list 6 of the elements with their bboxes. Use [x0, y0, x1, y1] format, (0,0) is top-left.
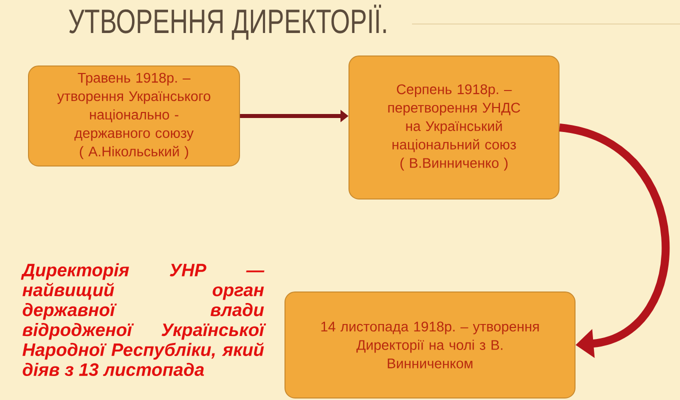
process-box: Травень 1918р. – утворення Українського національно - державного союзу ( А.Нікольський )	[28, 66, 240, 166]
title: УТВОРЕННЯ ДИРЕКТОРІЇ.	[68, 4, 386, 40]
note-text: Директорія УНР — найвищий орган державної влади відродженої Української Народної Республіки, який діяв з 13 листопада	[20, 263, 266, 376]
process-box: 14 листопада 1918р. – утворення Директорії на чолі з В. Винниченком	[284, 292, 576, 398]
arrow	[558, 124, 670, 358]
process-box: Серпень 1918р. – перетворення УНДС на Український національний союз ( В.Винниченко )	[348, 56, 560, 200]
